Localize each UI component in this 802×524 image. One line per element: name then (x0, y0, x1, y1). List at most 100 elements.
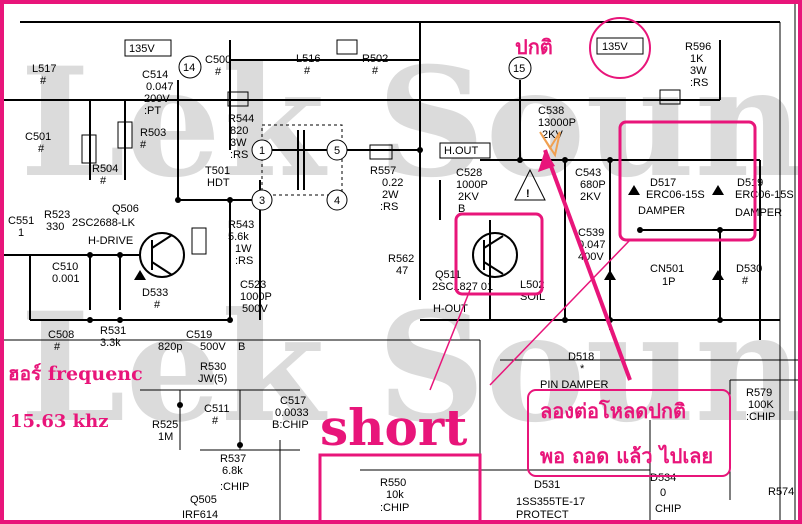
svg-text:1W: 1W (235, 243, 252, 255)
label-d517: D517 (650, 177, 676, 189)
freq-label: ฮอร์ frequenc (8, 363, 143, 385)
svg-text:3W: 3W (230, 137, 247, 149)
svg-text:#: # (154, 299, 161, 311)
svg-text:13000P: 13000P (538, 117, 576, 129)
svg-text::RS: :RS (380, 201, 398, 213)
label-q506: Q506 (112, 203, 139, 215)
svg-text:1: 1 (18, 227, 24, 239)
svg-text:47: 47 (396, 265, 408, 277)
svg-text:0.22: 0.22 (382, 177, 403, 189)
label-c519: C519 (186, 329, 212, 341)
svg-text:IRF614: IRF614 (182, 509, 218, 521)
label-d533: D533 (142, 287, 168, 299)
svg-text:2KV: 2KV (580, 191, 601, 203)
svg-text:B: B (238, 341, 245, 353)
svg-text:1000P: 1000P (240, 291, 272, 303)
normal-label: ปกติ (515, 35, 553, 59)
freq-value: 15.63 khz (10, 411, 108, 432)
label-r543: R543 (228, 219, 254, 231)
label-r504: R504 (92, 163, 118, 175)
label-l516: L516 (296, 53, 320, 65)
label-l502: L502 (520, 279, 544, 291)
label-r531: R531 (100, 325, 126, 337)
diode-symbols (134, 185, 724, 280)
label-r537: R537 (220, 453, 246, 465)
svg-text:0.047: 0.047 (146, 81, 174, 93)
label-c514: C514 (142, 69, 168, 81)
svg-text:820p: 820p (158, 341, 182, 353)
svg-text:#: # (215, 66, 222, 78)
svg-text:HDT: HDT (207, 177, 230, 189)
svg-text:0.0033: 0.0033 (275, 407, 309, 419)
label-r557: R557 (370, 165, 396, 177)
label-c508: C508 (48, 329, 74, 341)
svg-text:15: 15 (513, 63, 525, 75)
svg-text:500V: 500V (242, 303, 268, 315)
label-cn501: CN501 (650, 263, 684, 275)
label-c551: C551 (8, 215, 34, 227)
svg-text:820: 820 (230, 125, 248, 137)
label-r503: R503 (140, 127, 166, 139)
svg-text:ERC06-15S: ERC06-15S (646, 189, 705, 201)
svg-text:5.6k: 5.6k (228, 231, 249, 243)
label-r562: R562 (388, 253, 414, 265)
svg-text:10k: 10k (386, 489, 404, 501)
svg-text:14: 14 (183, 62, 195, 74)
svg-text::CHIP: :CHIP (220, 481, 249, 493)
label-d531: D531 (534, 479, 560, 491)
svg-text:#: # (304, 65, 311, 77)
svg-text:135V: 135V (129, 43, 155, 55)
svg-text:B:CHIP: B:CHIP (272, 419, 309, 431)
svg-text:ERC06-15S: ERC06-15S (735, 189, 794, 201)
svg-text:!: ! (526, 188, 530, 200)
svg-text:DAMPER: DAMPER (638, 205, 685, 217)
svg-text:*: * (580, 363, 585, 375)
svg-text:#: # (38, 143, 45, 155)
junction-dots (87, 147, 723, 448)
svg-text:#: # (40, 75, 47, 87)
svg-text:680P: 680P (580, 179, 606, 191)
warning-triangle-icon: ! (514, 168, 546, 201)
label-r502: R502 (362, 53, 388, 65)
svg-text::PT: :PT (144, 105, 161, 117)
label-c500: C500 (205, 54, 231, 66)
svg-text:3W: 3W (690, 65, 707, 77)
q511-transistor-symbol (472, 232, 518, 278)
svg-text:135V: 135V (602, 41, 628, 53)
label-d519: D519 (737, 177, 763, 189)
svg-text:1K: 1K (690, 53, 704, 65)
short-label: short (320, 398, 467, 457)
svg-text:H-OUT: H-OUT (433, 303, 468, 315)
label-r525: R525 (152, 419, 178, 431)
svg-text:1SS355TE-17: 1SS355TE-17 (516, 496, 585, 508)
label-d518: D518 (568, 351, 594, 363)
resistor-symbols (81, 39, 681, 255)
component-labels: L517 # C501 # R504 # R503 # C514 0.047 2… (8, 41, 794, 521)
voltage-tag-left: 135V (124, 39, 172, 57)
svg-text:#: # (140, 139, 147, 151)
q506-transistor-symbol (139, 232, 185, 278)
label-r579: R579 (746, 387, 772, 399)
svg-text:4: 4 (334, 195, 340, 207)
svg-text:2SC2688-LK: 2SC2688-LK (72, 217, 136, 229)
svg-text:2KV: 2KV (458, 191, 479, 203)
svg-text:#: # (54, 341, 61, 353)
label-r530: R530 (200, 361, 226, 373)
svg-text:CHIP: CHIP (655, 503, 681, 515)
label-r596: R596 (685, 41, 711, 53)
svg-text:PROTECT: PROTECT (516, 509, 569, 521)
note-line-1: ลองต่อโหลดปกติ (540, 399, 686, 423)
label-c523: C523 (240, 279, 266, 291)
svg-text:0.001: 0.001 (52, 273, 80, 285)
svg-text:#: # (100, 175, 107, 187)
svg-text:1: 1 (259, 145, 265, 157)
svg-text:3: 3 (259, 195, 265, 207)
svg-text:H-DRIVE: H-DRIVE (88, 235, 133, 247)
label-c528: C528 (456, 167, 482, 179)
svg-text:PIN DAMPER: PIN DAMPER (540, 379, 609, 391)
svg-text:#: # (372, 65, 379, 77)
pin-markers: 14 15 1 5 3 4 (178, 55, 532, 211)
